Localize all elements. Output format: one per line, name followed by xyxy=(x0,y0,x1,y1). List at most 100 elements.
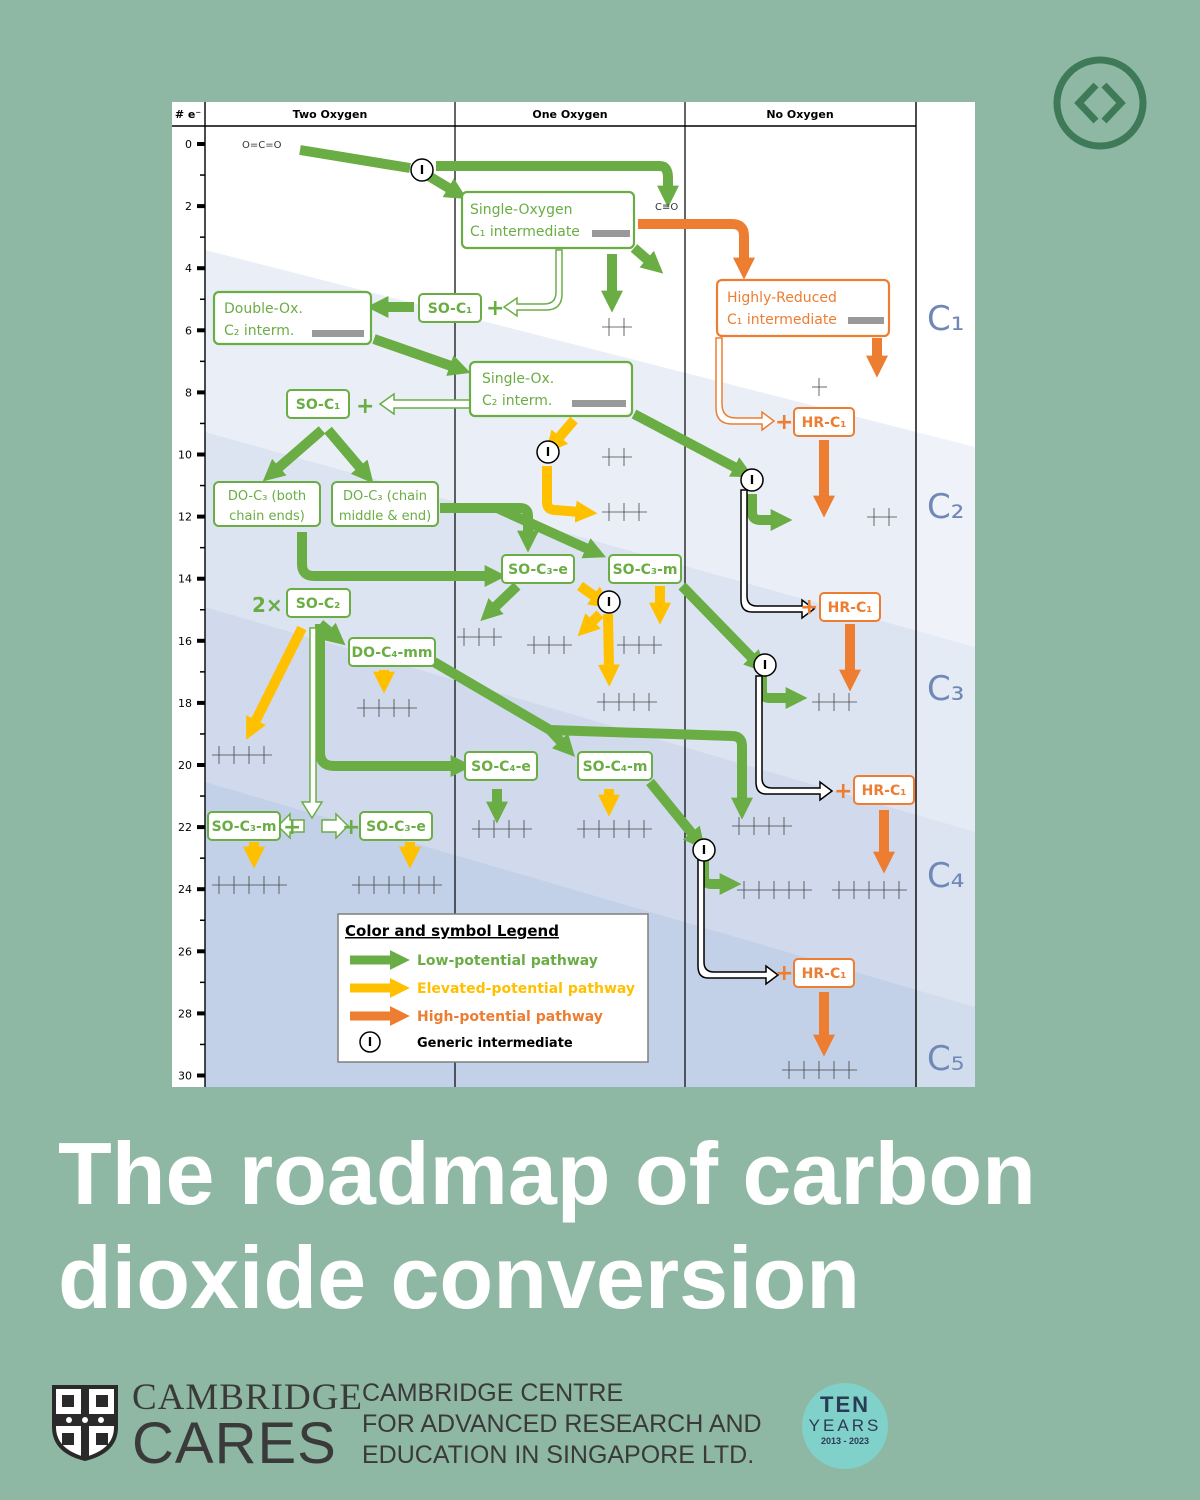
cambridge-shield-icon xyxy=(52,1385,118,1461)
so-c1-intermediate-box: Single-Oxygen C₁ intermediate xyxy=(460,190,636,250)
so-c1-box-a: SO-C₁ xyxy=(418,293,482,323)
axis-tick-label: 4 xyxy=(185,262,192,275)
svg-text:SO-C₁: SO-C₁ xyxy=(296,397,340,413)
svg-text:chain ends): chain ends) xyxy=(229,509,305,524)
molecule-structure xyxy=(352,876,442,894)
svg-text:middle & end): middle & end) xyxy=(339,509,431,524)
title-line-2: dioxide conversion xyxy=(58,1228,860,1327)
axis-tick-label: 16 xyxy=(178,635,192,648)
legend-elevated: Elevated-potential pathway xyxy=(417,981,635,997)
svg-text:I: I xyxy=(750,473,754,487)
org-name-line-2: FOR ADVANCED RESEARCH AND xyxy=(362,1410,762,1438)
carbon-label-c3: C₃ xyxy=(927,669,964,709)
molecule-structure xyxy=(737,881,812,899)
axis-tick-label: 26 xyxy=(178,945,192,958)
svg-text:SO-C₃-e: SO-C₃-e xyxy=(508,562,568,578)
hr-c1-box-3: HR-C₁ xyxy=(853,775,915,805)
plus-sign-orange-2: + xyxy=(800,595,818,620)
molecule-structure xyxy=(472,820,532,838)
svg-text:I: I xyxy=(607,595,611,609)
intermediate-marker-3: I xyxy=(740,468,764,492)
axis-tick-label: 28 xyxy=(178,1007,192,1020)
ten-label: TEN xyxy=(820,1392,870,1417)
svg-text:HR-C₁: HR-C₁ xyxy=(862,783,907,799)
hr-c1-box-2: HR-C₁ xyxy=(819,592,881,622)
ten-years-badge: TEN YEARS 2013 - 2023 xyxy=(802,1383,888,1469)
molecule-structure xyxy=(577,820,652,838)
svg-text:I: I xyxy=(420,163,424,177)
org-name-line-1: CAMBRIDGE CENTRE xyxy=(362,1379,624,1407)
intermediate-marker-1: I xyxy=(410,158,434,182)
so-c4-e-box: SO-C₄-e xyxy=(464,751,538,781)
axis-tick-label: 24 xyxy=(178,883,192,896)
so-c1-box-b: SO-C₁ xyxy=(286,389,350,419)
svg-text:Single-Ox.: Single-Ox. xyxy=(482,371,554,387)
molecule-structure xyxy=(812,378,827,396)
svg-text:SO-C₄-e: SO-C₄-e xyxy=(471,759,531,775)
intermediate-marker-6: I xyxy=(692,838,716,862)
legend-generic: Generic intermediate xyxy=(417,1036,573,1051)
axis-tick-label: 6 xyxy=(185,324,192,337)
co2-molecule: O=C=O xyxy=(242,140,282,151)
plus-sign-orange-1: + xyxy=(775,410,793,435)
legend: Color and symbol Legend I Low-potential … xyxy=(337,913,649,1063)
single-ox-c2-box: Single-Ox. C₂ interm. xyxy=(468,360,634,418)
legend-title: Color and symbol Legend xyxy=(345,922,559,940)
molecule-structure xyxy=(602,448,632,466)
svg-text:Double-Ox.: Double-Ox. xyxy=(224,301,303,317)
two-times-label: 2× xyxy=(252,593,283,617)
electrons-header: # e⁻ xyxy=(175,108,202,121)
so-c3-m-box: SO-C₃-m xyxy=(608,554,682,584)
arrow-co2-to-intermediate xyxy=(299,145,411,173)
molecule-structure xyxy=(597,693,657,711)
code-brackets-icon xyxy=(1053,56,1147,150)
svg-text:I: I xyxy=(763,658,767,672)
svg-text:HR-C₁: HR-C₁ xyxy=(802,415,847,431)
molecule-structure xyxy=(212,746,272,764)
svg-text:HR-C₁: HR-C₁ xyxy=(828,600,873,616)
axis-tick-label: 0 xyxy=(185,138,192,151)
carbon-label-c2: C₂ xyxy=(927,487,964,527)
years-range: 2013 - 2023 xyxy=(820,1436,870,1446)
cares-wordmark: CARES xyxy=(132,1411,337,1476)
molecule-structure xyxy=(602,318,632,336)
plus-sign-3: + xyxy=(283,815,301,840)
axis-tick-label: 20 xyxy=(178,759,192,772)
molecule-structure xyxy=(812,693,857,711)
one-oxygen-header: One Oxygen xyxy=(532,108,607,121)
molecule-structure xyxy=(617,636,662,654)
svg-text:SO-C₃-m: SO-C₃-m xyxy=(613,562,678,578)
svg-text:SO-C₃-e: SO-C₃-e xyxy=(366,819,426,835)
do-c3-ends-box: DO-C₃ (both chain ends) xyxy=(213,481,321,527)
cambridge-wordmark: CAMBRIDGE xyxy=(132,1377,364,1418)
plus-sign-4: + xyxy=(342,815,360,840)
molecule-structure xyxy=(212,876,287,894)
axis-tick-label: 10 xyxy=(178,449,192,462)
svg-text:C₂ interm.: C₂ interm. xyxy=(482,393,552,409)
svg-text:HR-C₁: HR-C₁ xyxy=(802,966,847,982)
so-c4-m-box: SO-C₄-m xyxy=(577,751,653,781)
axis-tick-label: 18 xyxy=(178,697,192,710)
plus-sign-1: + xyxy=(486,296,504,321)
molecule-structure xyxy=(457,628,502,646)
axis-tick-label: 8 xyxy=(185,386,192,399)
carbon-label-c1: C₁ xyxy=(927,299,964,339)
axis-tick-label: 12 xyxy=(178,511,192,524)
molecule-structure xyxy=(732,817,792,835)
double-ox-c2-box: Double-Ox. C₂ interm. xyxy=(212,290,373,346)
svg-text:C₂ interm.: C₂ interm. xyxy=(224,323,294,339)
svg-text:Single-Oxygen: Single-Oxygen xyxy=(470,202,572,218)
axis-tick-label: 22 xyxy=(178,821,192,834)
molecule-structure xyxy=(602,503,647,521)
so-c2-box: SO-C₂ xyxy=(286,588,351,618)
svg-text:DO-C₄-mm: DO-C₄-mm xyxy=(352,645,433,661)
organisation-full-name: CAMBRIDGE CENTRE FOR ADVANCED RESEARCH A… xyxy=(362,1378,762,1471)
years-label: YEARS xyxy=(808,1416,882,1435)
intermediate-marker-4: I xyxy=(597,590,621,614)
hr-c1-intermediate-box: Highly-Reduced C₁ intermediate xyxy=(715,278,891,338)
axis-tick-label: 30 xyxy=(178,1070,192,1083)
carbon-label-c5: C₅ xyxy=(927,1039,964,1079)
svg-text:SO-C₄-m: SO-C₄-m xyxy=(583,759,648,775)
svg-text:I: I xyxy=(546,445,550,459)
